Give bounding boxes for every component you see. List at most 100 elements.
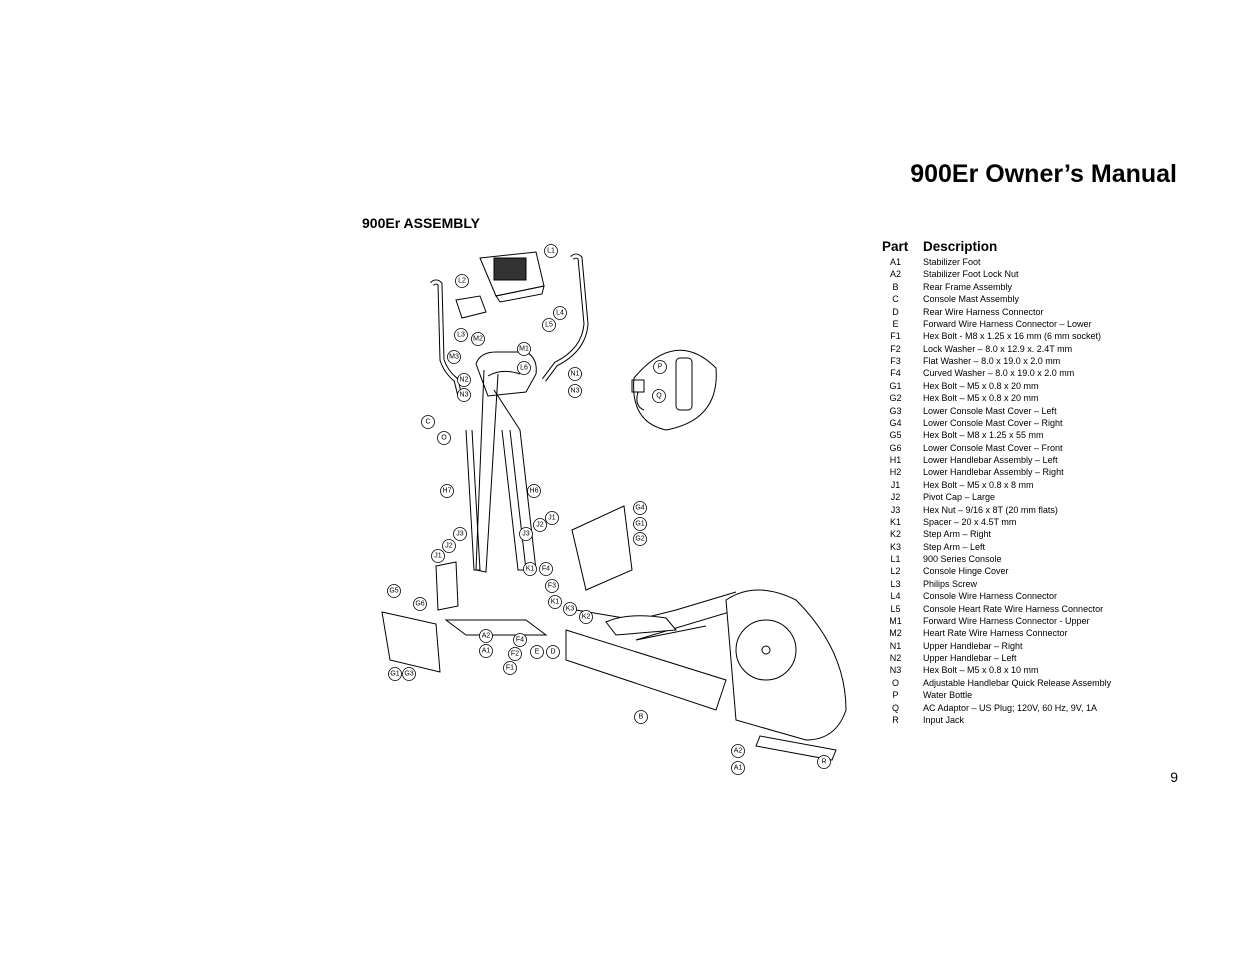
part-code: K3 — [889, 541, 901, 552]
callout-label: A2 — [479, 629, 493, 643]
part-description: Spacer – 20 x 4.5T mm — [923, 516, 1017, 527]
callout-circle — [546, 645, 560, 659]
part-description: Console Wire Harness Connector — [923, 591, 1058, 602]
callout-label: F4 — [539, 562, 553, 576]
part-description: Lower Console Mast Cover – Right — [923, 417, 1063, 428]
part-description: Console Hinge Cover — [923, 566, 1009, 577]
callout-label: L2 — [455, 274, 469, 288]
callout-text: G4 — [635, 505, 644, 512]
callout-circle — [455, 274, 469, 288]
part-description: Step Arm – Right — [923, 529, 992, 540]
part-description: Pivot Cap – Large — [923, 492, 996, 503]
callout-text: G1 — [635, 521, 644, 528]
callout-text: B — [639, 714, 644, 721]
part-description: Hex Nut – 9/16 x 8T (20 mm flats) — [923, 504, 1058, 515]
callout-label: N2 — [457, 373, 471, 387]
callout-circle — [652, 389, 666, 403]
callout-label: F1 — [503, 661, 517, 675]
callout-label: J3 — [519, 527, 533, 541]
callout-circle — [731, 761, 745, 775]
part-code: J1 — [890, 479, 901, 490]
part-description: Upper Handlebar – Left — [923, 653, 1017, 663]
part-description: Lower Console Mast Cover – Left — [923, 405, 1057, 416]
callout-label: M2 — [471, 332, 485, 346]
callout-label: A1 — [731, 761, 745, 775]
callout-circle — [563, 602, 577, 616]
callout-circle — [539, 562, 553, 576]
callout-circle — [457, 373, 471, 387]
part-code: D — [892, 306, 899, 317]
callout-circle — [568, 384, 582, 398]
table-row: G3 Lower Console Mast Cover – Left — [878, 405, 1178, 417]
callout-circle — [544, 244, 558, 258]
part-description: Hex Bolt – M5 x 0.8 x 8 mm — [923, 479, 1034, 490]
callout-circle — [519, 527, 533, 541]
part-code: L1 — [890, 554, 901, 564]
callout-circle — [457, 388, 471, 402]
part-code: F4 — [890, 368, 901, 379]
part-code: F2 — [890, 343, 901, 354]
part-code: P — [892, 690, 899, 701]
callout-text: A2 — [734, 748, 743, 755]
callout-text: L3 — [457, 332, 465, 339]
callout-text: G6 — [415, 601, 424, 608]
callout-text: M1 — [519, 346, 529, 353]
callout-label: K1 — [548, 595, 562, 609]
part-description: Forward Wire Harness Connector - Upper — [923, 615, 1090, 626]
callout-circle — [413, 597, 427, 611]
part-description: Console Mast Assembly — [923, 294, 1020, 305]
callout-circle — [523, 562, 537, 576]
part-description: Console Heart Rate Wire Harness Connecto… — [923, 603, 1104, 614]
callout-circle — [503, 661, 517, 675]
callout-circle — [633, 501, 647, 515]
part-code: G3 — [889, 405, 902, 416]
part-description: Lower Console Mast Cover – Front — [923, 442, 1063, 453]
section-title: 900Er ASSEMBLY — [362, 215, 481, 231]
callout-label: O — [437, 431, 451, 445]
col-part-header: Part — [882, 239, 909, 254]
callout-label: L5 — [542, 318, 556, 332]
part-code: O — [891, 677, 899, 688]
callout-label: G4 — [633, 501, 647, 515]
callout-text: M3 — [449, 354, 459, 361]
callout-label: N3 — [568, 384, 582, 398]
callout-circle — [568, 367, 582, 381]
callout-text: G2 — [635, 536, 644, 543]
callout-label: C — [421, 415, 435, 429]
callout-text: N3 — [460, 392, 469, 399]
callout-text: F4 — [516, 637, 524, 644]
callout-label: G1 — [633, 517, 647, 531]
callout-circle — [479, 629, 493, 643]
callout-label: P — [653, 360, 667, 374]
part-code: N1 — [889, 640, 902, 651]
callout-circle — [545, 511, 559, 525]
callout-circle — [508, 647, 522, 661]
callout-text: K1 — [551, 599, 560, 606]
part-description: Stabilizer Foot Lock Nut — [923, 269, 1019, 280]
part-description: Curved Washer – 8.0 x 19.0 x 2.0 mm — [923, 368, 1075, 379]
part-description: Stabilizer Foot — [923, 257, 981, 267]
callout-label: G3 — [402, 667, 416, 681]
part-description: AC Adaptor – US Plug; 120V, 60 Hz, 9V, 1… — [923, 702, 1097, 713]
callout-text: M2 — [473, 336, 483, 343]
callout-circle — [731, 744, 745, 758]
callout-text: R — [821, 759, 826, 766]
part-description: Step Arm – Left — [923, 541, 986, 552]
callout-label: E — [530, 645, 544, 659]
